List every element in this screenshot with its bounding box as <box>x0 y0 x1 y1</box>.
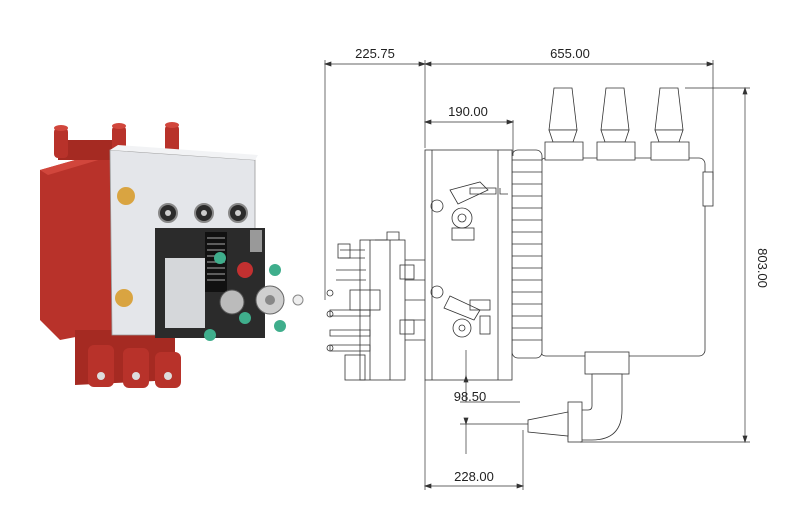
dimension-lines <box>323 60 750 490</box>
dim-right-height: 803.00 <box>755 248 770 288</box>
dim-top-left: 225.75 <box>355 46 395 61</box>
operating-mechanism <box>326 239 425 381</box>
dim-bottom-width: 228.00 <box>454 469 494 484</box>
dim-top-right: 655.00 <box>550 46 590 61</box>
top-bushings <box>544 87 690 161</box>
lower-linkage <box>430 285 491 338</box>
technical-drawing <box>326 87 714 443</box>
dim-bottom-small: 98.50 <box>454 389 487 404</box>
dim-mid-left: 190.00 <box>448 104 488 119</box>
bottom-bushing <box>527 351 630 443</box>
circuit-breaker-photo <box>40 122 304 388</box>
upper-linkage <box>430 181 497 241</box>
cooling-fins <box>511 149 543 359</box>
